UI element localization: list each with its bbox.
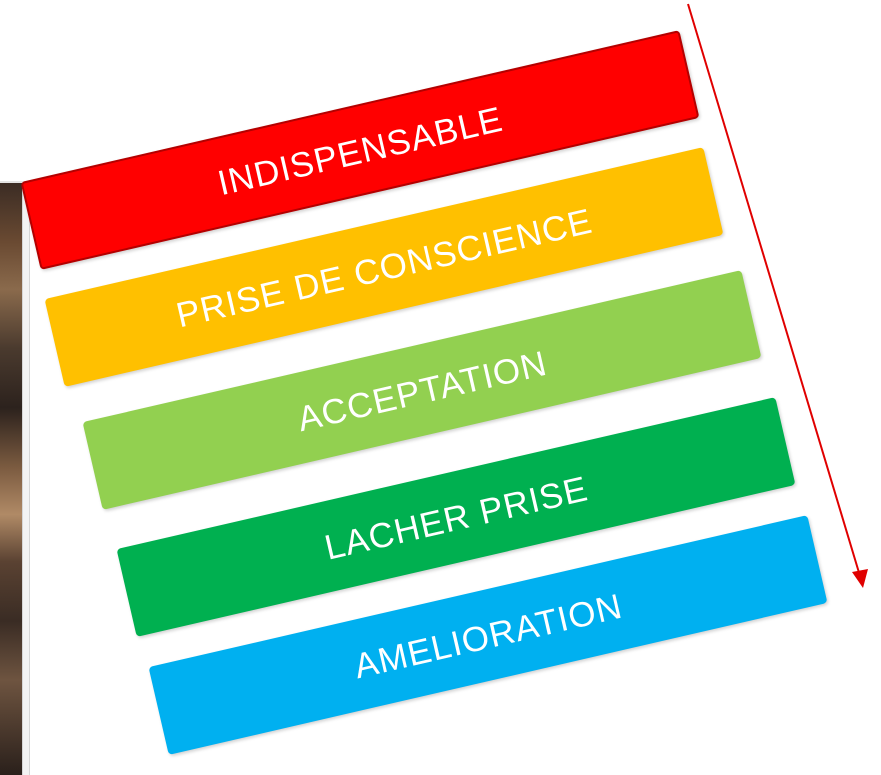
photo-top-edge (0, 181, 30, 183)
step-label: AMELIORATION (350, 586, 627, 687)
step-label: ACCEPTATION (293, 343, 551, 440)
cropped-photo (0, 183, 22, 775)
arrow-head-icon (852, 569, 868, 588)
cropped-photo-frame (22, 183, 30, 775)
step-label: INDISPENSABLE (214, 99, 507, 204)
step-label: LACHER PRISE (321, 469, 592, 568)
